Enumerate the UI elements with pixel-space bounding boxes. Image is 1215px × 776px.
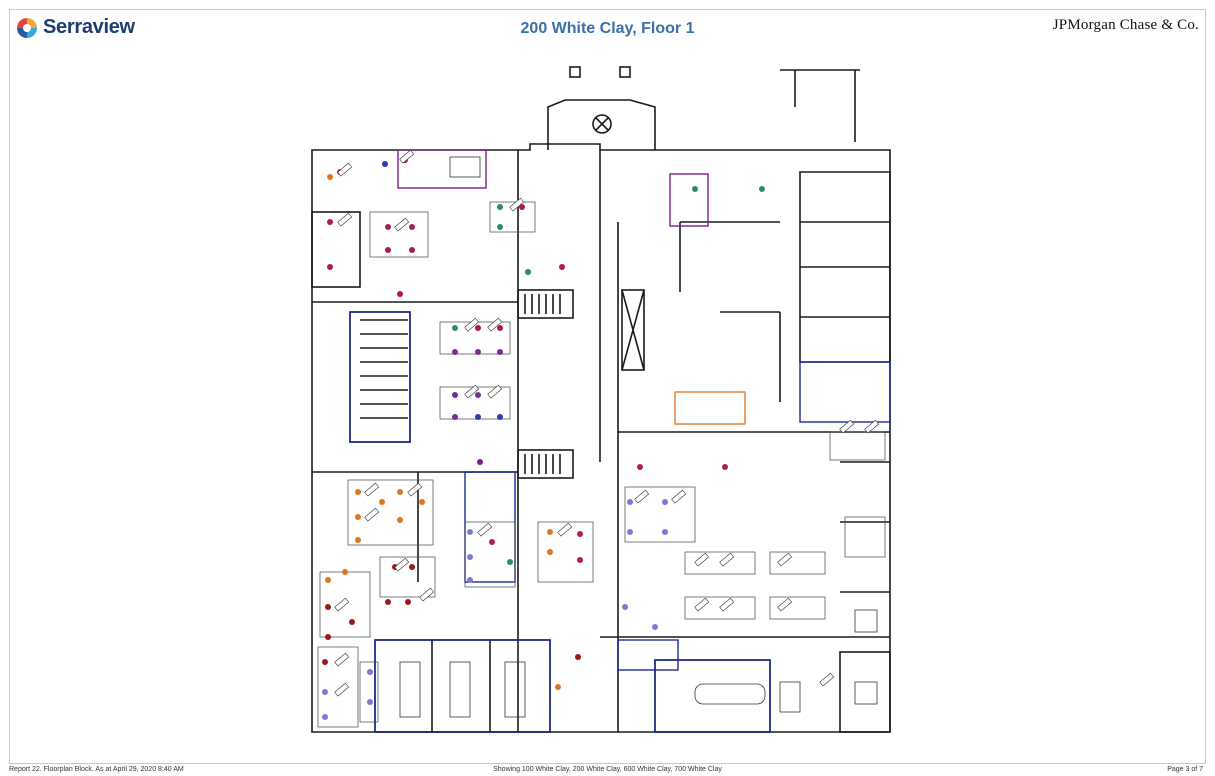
page-title: 200 White Clay, Floor 1 bbox=[520, 20, 695, 37]
page-frame bbox=[9, 9, 1206, 764]
furniture bbox=[399, 156, 878, 718]
report-footnote: Report 22. Floorplan Block. As at April … bbox=[9, 766, 184, 773]
brand-name: Serraview bbox=[43, 16, 135, 38]
seat-markers bbox=[322, 157, 765, 720]
desk-clusters bbox=[317, 201, 886, 728]
zone-outlines bbox=[349, 149, 891, 733]
floorplan-walls bbox=[311, 66, 891, 733]
page-number: Page 3 of 7 bbox=[1167, 766, 1203, 773]
floorplan bbox=[311, 66, 891, 733]
serraview-logo-icon bbox=[17, 17, 37, 38]
serraview-logo: Serraview bbox=[16, 16, 135, 39]
seat-labels bbox=[334, 149, 880, 697]
buildings-footnote: Showing 100 White Clay, 200 White Clay, … bbox=[493, 766, 722, 773]
company-wordmark: JPMorgan Chase & Co. bbox=[1052, 17, 1199, 33]
